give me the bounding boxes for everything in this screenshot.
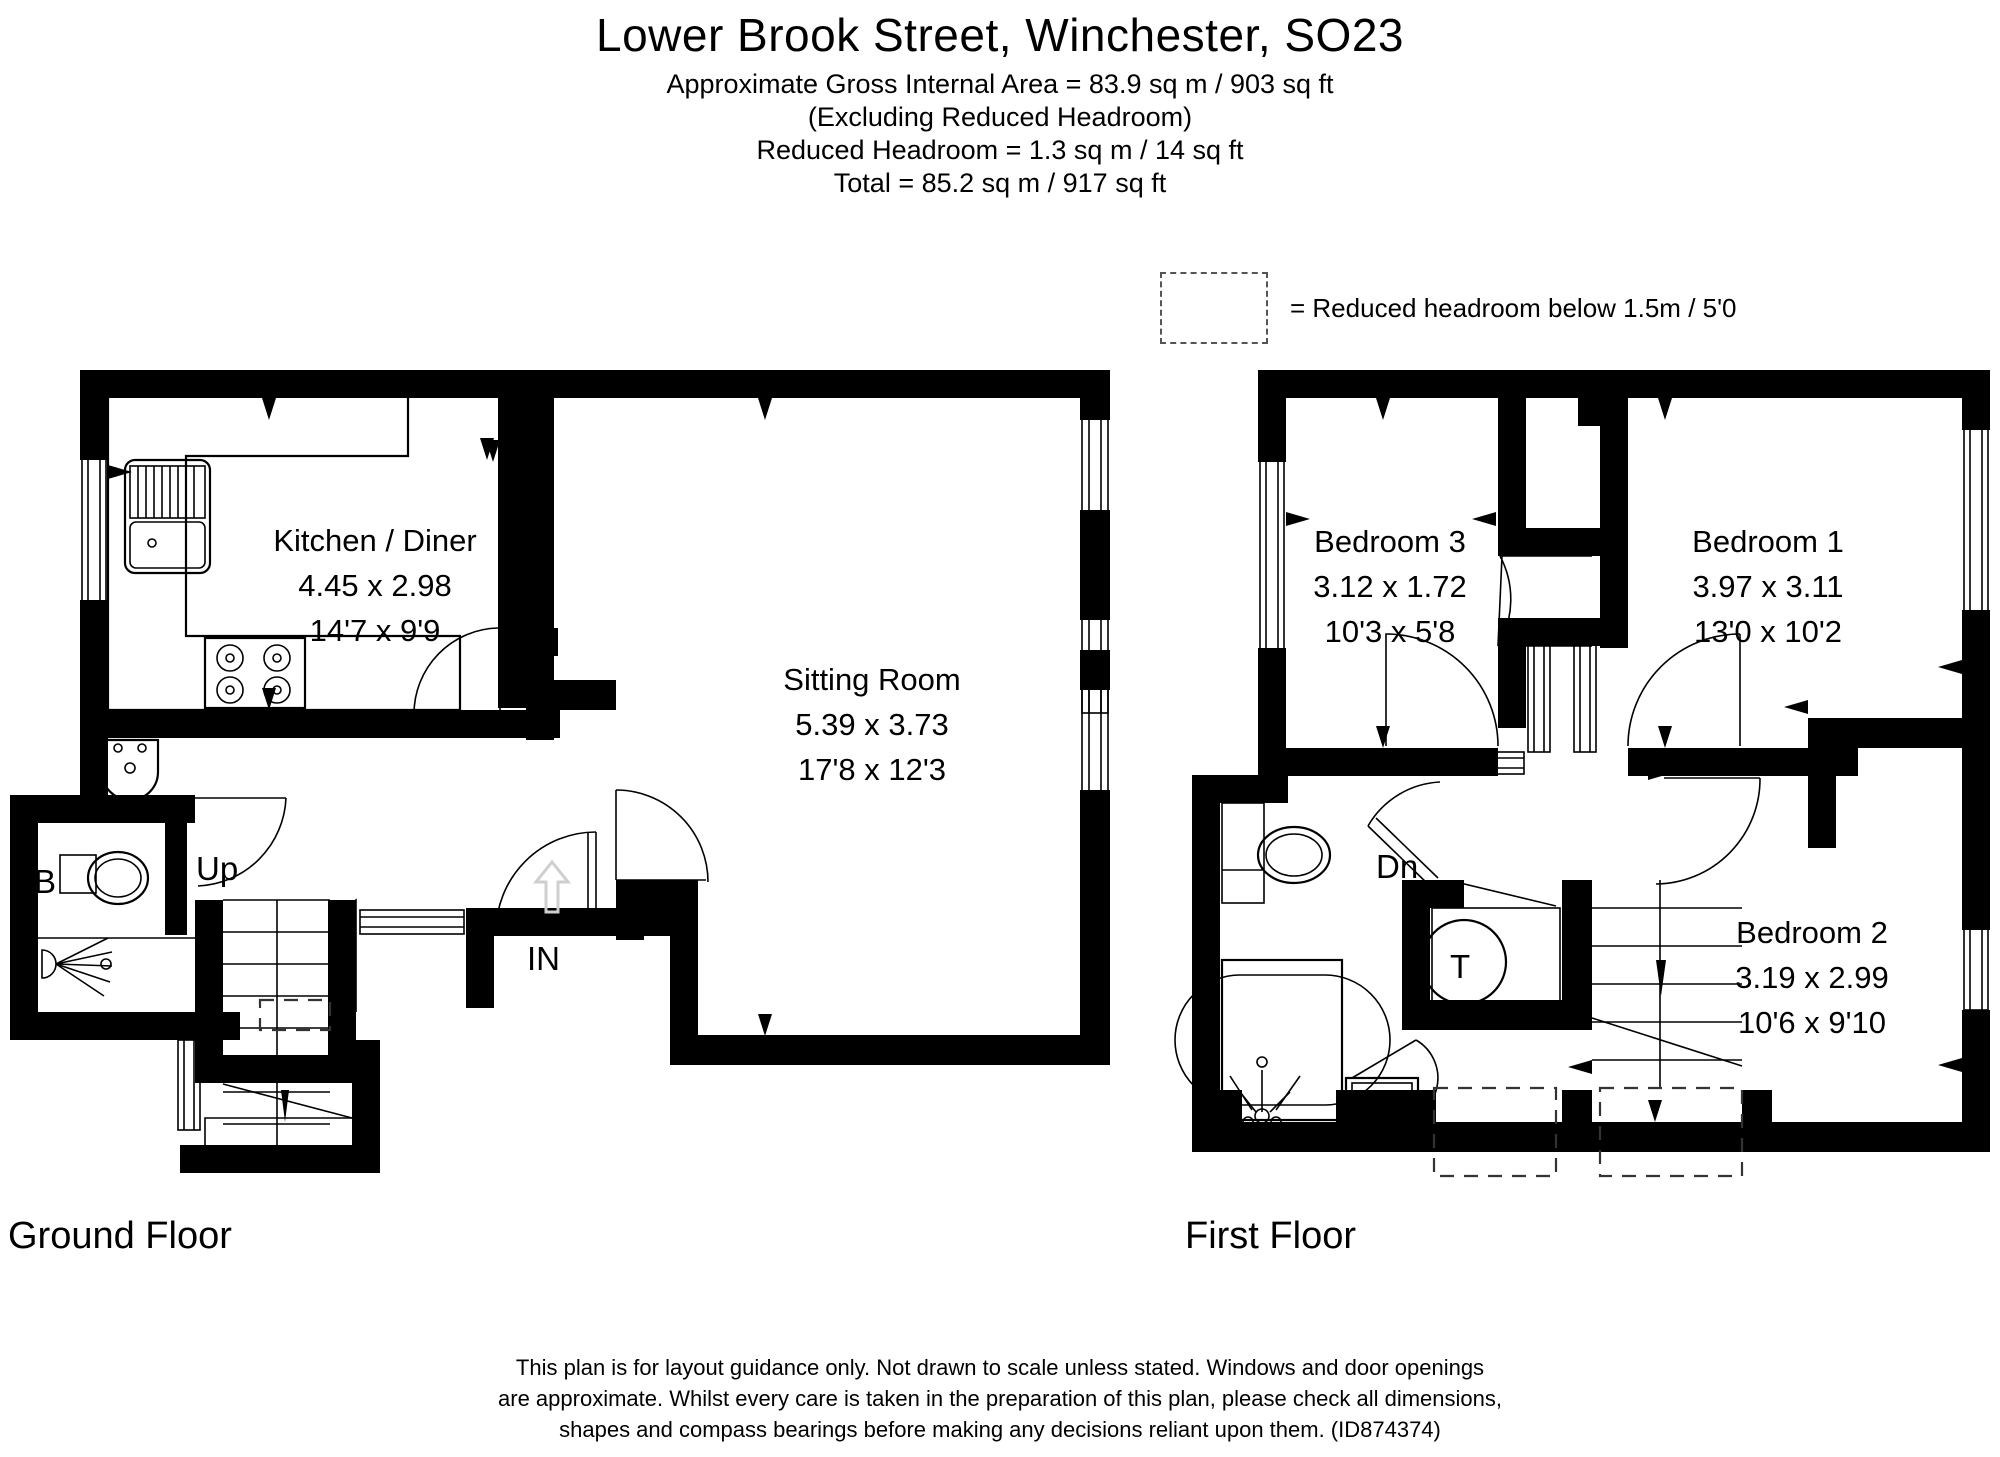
room-label-bedroom-3: Bedroom 3 bbox=[1314, 524, 1466, 559]
understairs-door-swing bbox=[224, 898, 357, 1063]
first-floor-marker-dn: Dn bbox=[1376, 848, 1418, 885]
first-floor-walls bbox=[1192, 370, 1990, 1152]
kitchen-sink-icon bbox=[123, 458, 212, 575]
room-dim-metric-kitchen-diner: 4.45 x 2.98 bbox=[298, 568, 451, 603]
first-floor-arrow-markers bbox=[1648, 700, 1808, 780]
reduced-headroom-line: Reduced Headroom = 1.3 sq m / 14 sq ft bbox=[756, 135, 1244, 165]
room-dim-imperial-kitchen-diner: 14'7 x 9'9 bbox=[310, 613, 441, 648]
airing-cupboard-door-swing bbox=[1497, 555, 1592, 647]
gross-internal-area-line: Approximate Gross Internal Area = 83.9 s… bbox=[666, 69, 1334, 99]
ground-floor-plan: B Up bbox=[10, 370, 1110, 1173]
bedroom1-door-swing bbox=[1627, 633, 1741, 747]
room-dim-imperial-bedroom-2: 10'6 x 9'10 bbox=[1738, 1005, 1886, 1040]
bedroom3-door-swing bbox=[1385, 633, 1499, 747]
reduced-headroom-area-ground bbox=[258, 998, 332, 1032]
cloakroom-basin-icon bbox=[100, 738, 160, 802]
ground-floor-windows bbox=[81, 417, 1109, 1131]
disclaimer-line-2: are approximate. Whilst every care is ta… bbox=[498, 1386, 1502, 1411]
first-floor-toilet-icon bbox=[1221, 802, 1332, 904]
headroom-legend-label: = Reduced headroom below 1.5m / 5'0 bbox=[1290, 292, 1737, 323]
ground-floor-room-labels: Kitchen / Diner 4.45 x 2.98 14'7 x 9'9 S… bbox=[273, 523, 960, 787]
area-summary: Approximate Gross Internal Area = 83.9 s… bbox=[0, 68, 2000, 200]
reduced-headroom-area-first-left bbox=[1432, 1086, 1558, 1178]
ground-floor-marker-b: B bbox=[34, 863, 56, 900]
bathroom-door-swing bbox=[1367, 781, 1441, 887]
room-dim-imperial-bedroom-1: 13'0 x 10'2 bbox=[1694, 614, 1842, 649]
ground-floor-arrow-markers-2 bbox=[526, 372, 1084, 394]
reduced-headroom-area-first-right bbox=[1598, 1086, 1744, 1178]
room-dim-metric-bedroom-2: 3.19 x 2.99 bbox=[1735, 960, 1888, 995]
room-dim-metric-bedroom-3: 3.12 x 1.72 bbox=[1313, 569, 1466, 604]
room-label-bedroom-2: Bedroom 2 bbox=[1736, 915, 1888, 950]
ground-floor-marker-in: IN bbox=[527, 940, 560, 977]
sitting-room-door-swing bbox=[615, 789, 709, 883]
excluding-headroom-line: (Excluding Reduced Headroom) bbox=[807, 102, 1193, 132]
page-title: Lower Brook Street, Winchester, SO23 bbox=[595, 9, 1405, 61]
room-dim-imperial-bedroom-3: 10'3 x 5'8 bbox=[1325, 614, 1456, 649]
room-label-kitchen-diner: Kitchen / Diner bbox=[273, 523, 476, 558]
shower-icon bbox=[38, 937, 195, 997]
cloakroom-door-swing bbox=[186, 797, 287, 887]
bedroom2-door-swing bbox=[1655, 777, 1761, 885]
first-floor-caption: First Floor bbox=[1185, 1215, 1356, 1257]
ground-floor-arrow-markers bbox=[108, 372, 854, 479]
ground-floor-tick-markers bbox=[262, 372, 836, 1036]
room-label-bedroom-1: Bedroom 1 bbox=[1692, 524, 1844, 559]
first-floor-windows bbox=[1193, 427, 1989, 1093]
ground-floor-marker-up: Up bbox=[196, 850, 238, 887]
first-floor-staircase bbox=[1591, 880, 1743, 1088]
disclaimer-line-1: This plan is for layout guidance only. N… bbox=[515, 1355, 1485, 1380]
room-dim-imperial-sitting-room: 17'8 x 12'3 bbox=[798, 752, 946, 787]
plan-disclaimer: This plan is for layout guidance only. N… bbox=[0, 1352, 2000, 1445]
ground-floor-caption: Ground Floor bbox=[8, 1215, 232, 1257]
first-floor-room-labels: Bedroom 3 3.12 x 1.72 10'3 x 5'8 Bedroom… bbox=[1313, 524, 1888, 1040]
first-floor-plan: T Dn bbox=[1174, 370, 1990, 1178]
kitchen-units bbox=[106, 398, 462, 712]
front-door-swing bbox=[495, 831, 597, 933]
room-label-sitting-room: Sitting Room bbox=[783, 662, 960, 697]
bathtub-icon bbox=[1174, 958, 1391, 1128]
tank-cupboard bbox=[1420, 881, 1561, 1029]
toilet-icon bbox=[59, 850, 150, 906]
headroom-swatch-icon bbox=[1160, 272, 1268, 344]
ground-floor-staircase bbox=[204, 899, 353, 1150]
total-area-line: Total = 85.2 sq m / 917 sq ft bbox=[833, 168, 1167, 198]
first-floor-marker-t: T bbox=[1450, 948, 1470, 985]
disclaimer-line-3: shapes and compass bearings before makin… bbox=[559, 1417, 1441, 1442]
kitchen-door-swing bbox=[413, 627, 501, 715]
first-floor-tick-markers bbox=[1286, 398, 1962, 1122]
plan-header: Lower Brook Street, Winchester, SO23 App… bbox=[0, 0, 2000, 200]
kitchen-hob-icon bbox=[203, 636, 307, 710]
entrance-in-arrow-icon bbox=[532, 859, 572, 914]
headroom-legend: = Reduced headroom below 1.5m / 5'0 bbox=[1160, 272, 1737, 344]
room-dim-metric-bedroom-1: 3.97 x 3.11 bbox=[1692, 569, 1843, 604]
room-dim-metric-sitting-room: 5.39 x 3.73 bbox=[795, 707, 948, 742]
